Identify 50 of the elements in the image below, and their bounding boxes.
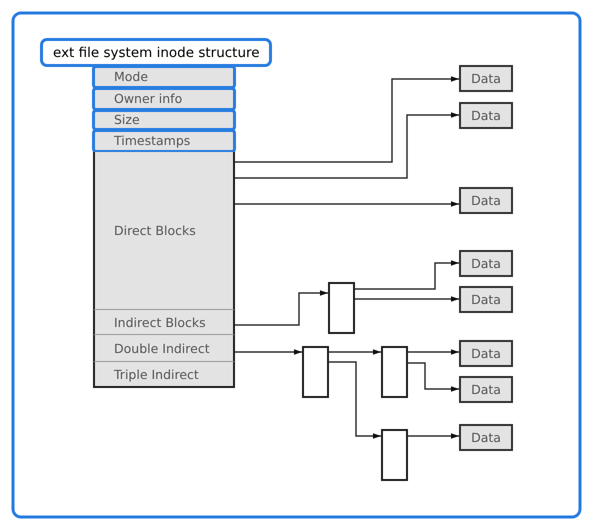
pointer-block bbox=[328, 282, 355, 334]
node-label: Double Indirect bbox=[114, 340, 210, 356]
node-label: Size bbox=[114, 112, 140, 127]
arrow bbox=[235, 290, 328, 326]
inode-field bbox=[93, 335, 235, 362]
arrow bbox=[355, 296, 459, 302]
pointer-block bbox=[381, 429, 408, 481]
arrow bbox=[235, 112, 459, 179]
node-label: Data bbox=[471, 292, 501, 307]
data-block bbox=[459, 250, 513, 277]
arrow bbox=[408, 349, 459, 355]
arrow bbox=[329, 361, 381, 439]
node-label: Data bbox=[471, 430, 501, 445]
data-block bbox=[459, 424, 513, 451]
data-block bbox=[459, 286, 513, 313]
data-block bbox=[459, 376, 513, 403]
data-block bbox=[459, 340, 513, 367]
inode-field bbox=[93, 152, 235, 310]
node-label: Data bbox=[471, 256, 501, 271]
arrow bbox=[408, 433, 459, 439]
node-label: ext file system inode structure bbox=[53, 44, 260, 60]
pointer-block bbox=[381, 346, 408, 398]
arrow bbox=[235, 349, 302, 355]
node-label: Data bbox=[471, 108, 501, 123]
data-block bbox=[459, 102, 513, 129]
node-label: Owner info bbox=[114, 91, 182, 106]
node-label: Data bbox=[471, 71, 501, 86]
arrow bbox=[235, 201, 459, 207]
inode-field bbox=[93, 110, 235, 130]
arrow bbox=[235, 76, 459, 163]
inode-field bbox=[93, 362, 235, 388]
inode-field bbox=[93, 88, 235, 110]
inode-field bbox=[93, 310, 235, 335]
node-label: Indirect Blocks bbox=[114, 314, 206, 330]
node-label: Mode bbox=[114, 69, 148, 84]
node-label: Data bbox=[471, 382, 501, 397]
title-box bbox=[40, 38, 272, 67]
node-label: Data bbox=[471, 193, 501, 208]
node-label: Direct Blocks bbox=[114, 223, 196, 238]
arrow bbox=[408, 362, 459, 392]
node-label: Triple Indirect bbox=[114, 366, 199, 382]
inode-field bbox=[93, 66, 235, 88]
node-label: Timestamps bbox=[114, 133, 190, 148]
data-block bbox=[459, 187, 513, 214]
data-block bbox=[459, 65, 513, 92]
pointer-block bbox=[302, 346, 329, 398]
inode-field bbox=[93, 130, 235, 152]
arrow bbox=[329, 349, 381, 355]
node-label: Data bbox=[471, 346, 501, 361]
arrow bbox=[355, 260, 459, 290]
